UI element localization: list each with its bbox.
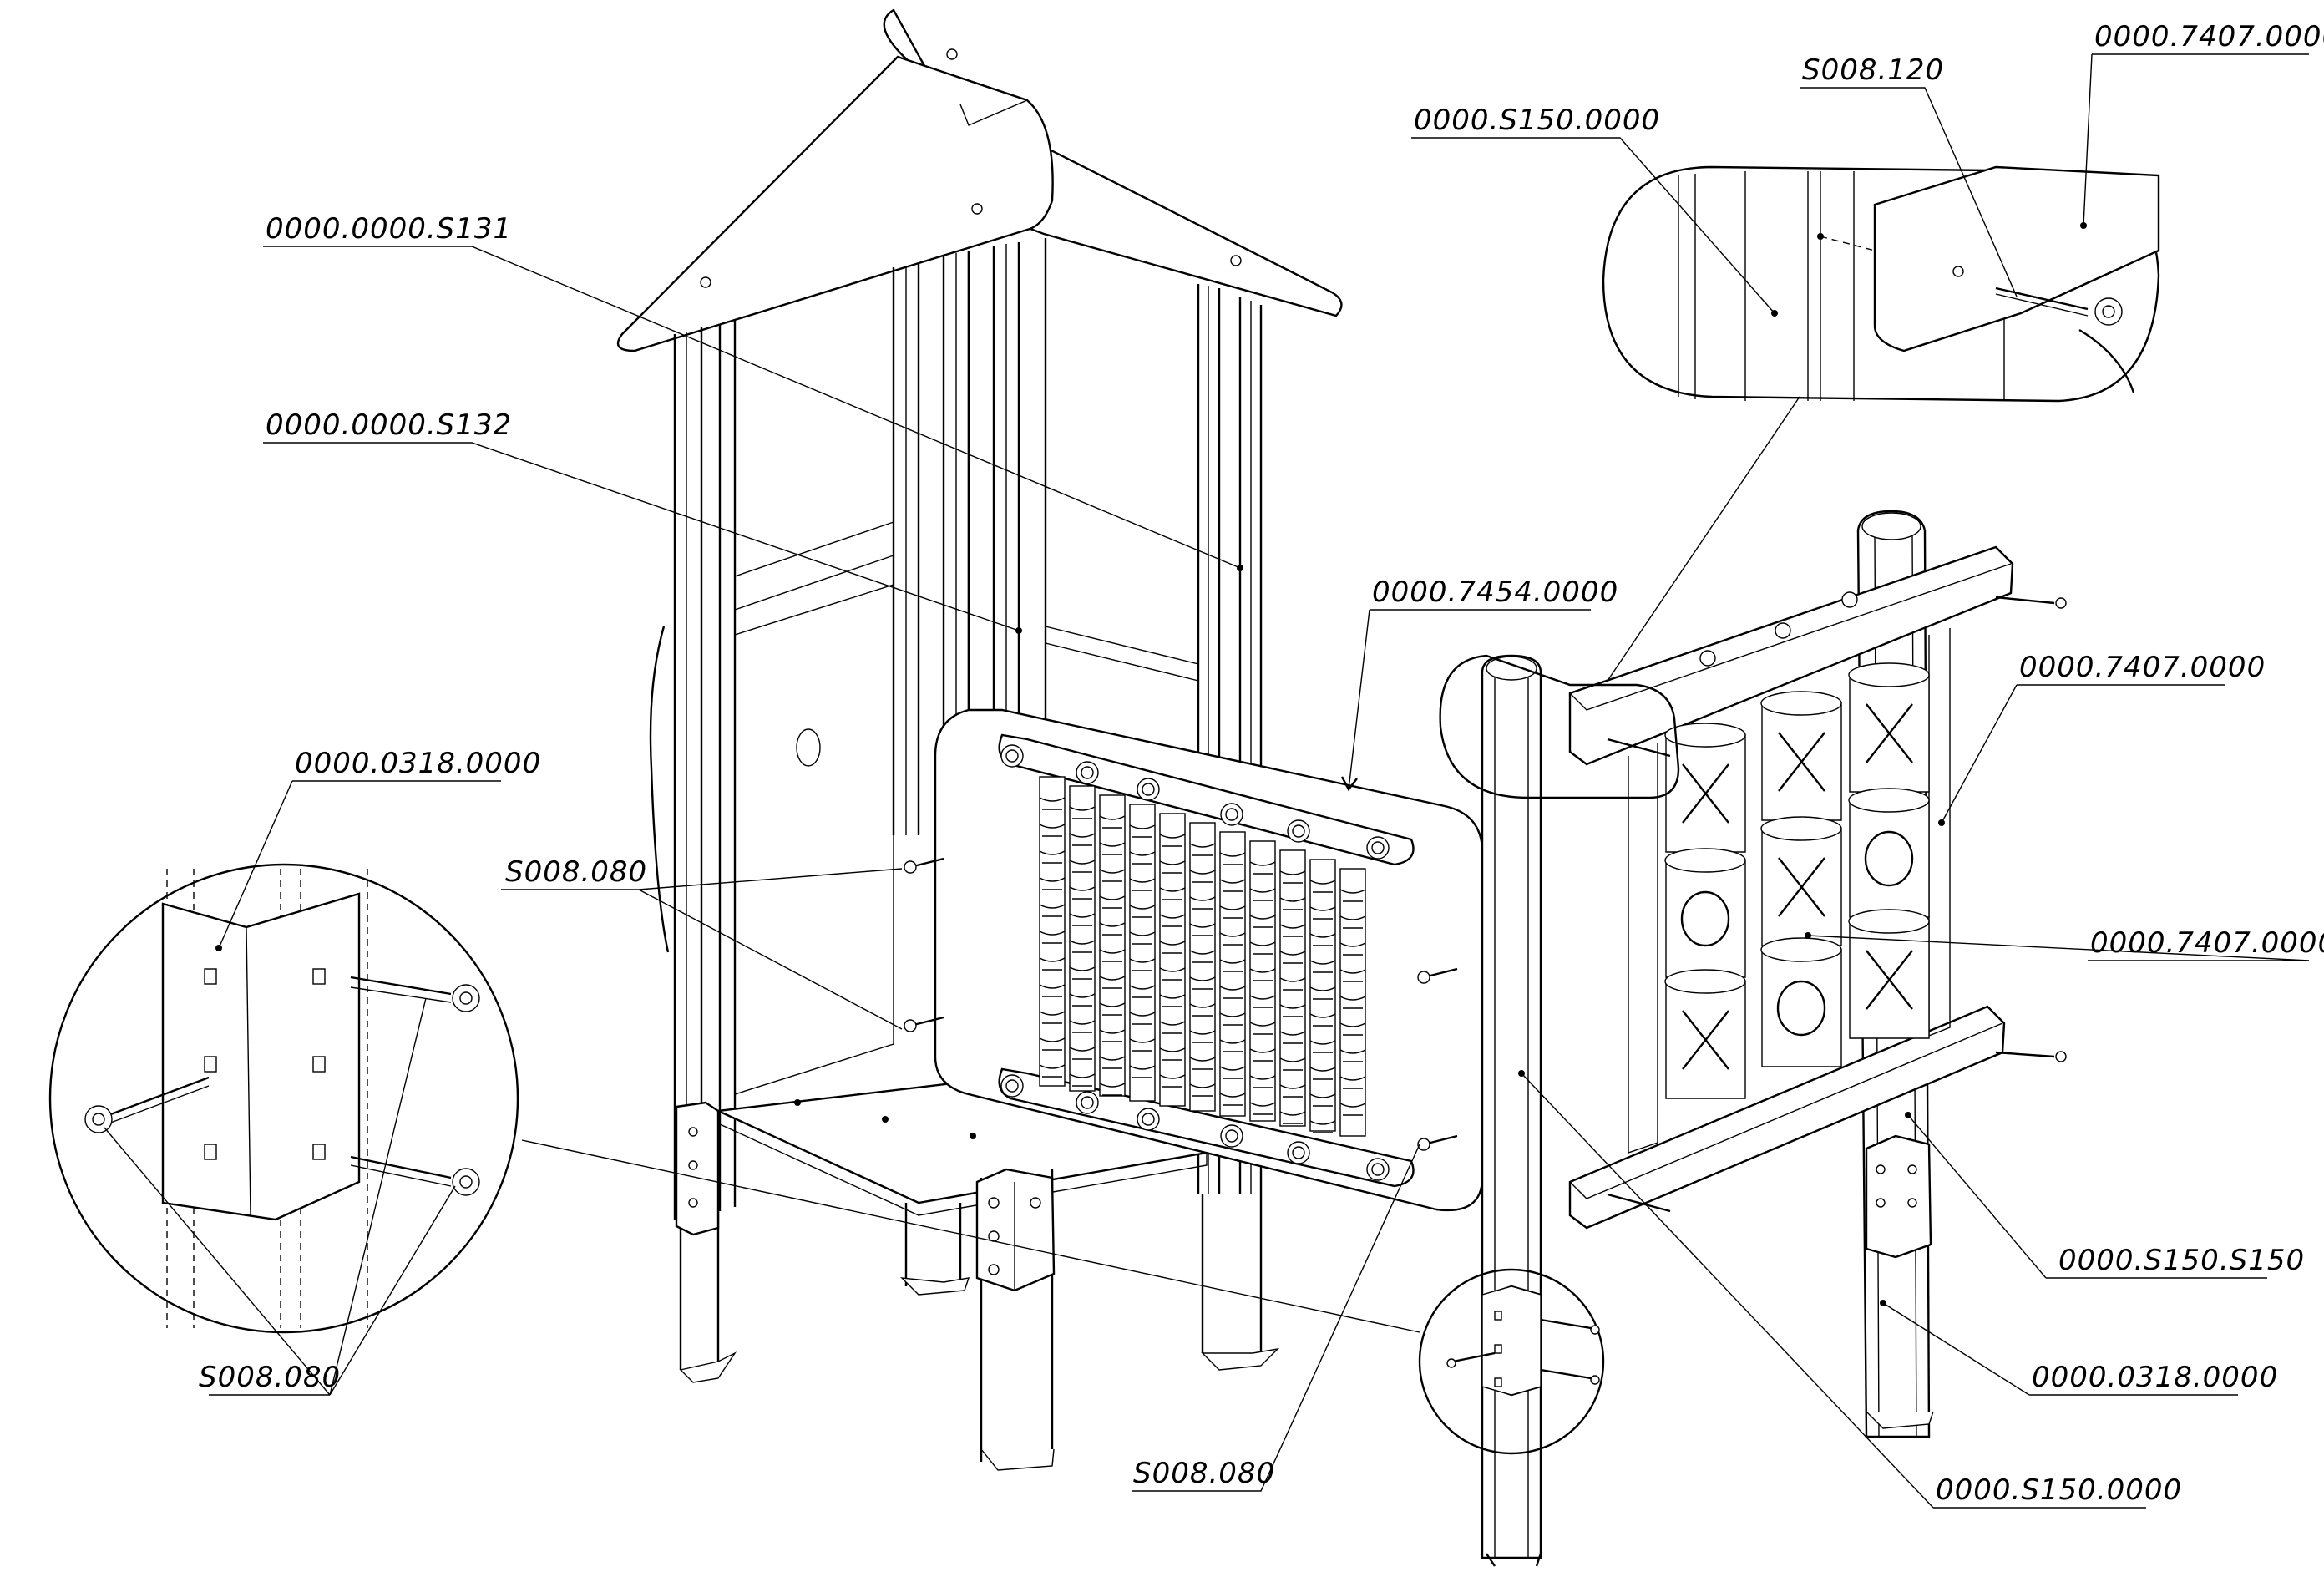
panel-bolt: [1137, 1108, 1160, 1131]
panel-bolt: [1366, 1158, 1390, 1181]
ttt-cube: [1664, 723, 1746, 853]
ttt-cube: [1848, 662, 1930, 793]
roller-column: [1219, 831, 1246, 1117]
panel-bolt: [1076, 761, 1099, 784]
callout-roof-upper: 0000.0000.S131: [266, 212, 512, 246]
callout-panel: 0000.7454.0000: [1372, 576, 1618, 609]
roller-column: [1039, 776, 1066, 1087]
panel-bolt: [1000, 744, 1024, 768]
detail-post-bracket-circle: [1418, 1268, 1605, 1455]
callout-labels: 0000.0000.S131 0000.0000.S132 0000.7454.…: [199, 20, 2324, 1507]
roller-column: [1189, 822, 1216, 1112]
callout-screw-bracket: S008.080: [199, 1361, 341, 1394]
callout-bracket: 0000.0318.0000: [295, 747, 541, 780]
roller-column: [1339, 868, 1366, 1137]
callout-post-detail: 0000.S150.0000: [1414, 104, 1660, 137]
callout-ttt-frame: 0000.7407.0000: [2019, 651, 2266, 684]
callout-screw-panel: S008.080: [505, 855, 647, 889]
ttt-cube: [1664, 969, 1746, 1099]
callout-screw-detail: S008.120: [1802, 53, 1944, 87]
detail-bracket-circle: [48, 863, 519, 1334]
ttt-cube: [1760, 816, 1842, 946]
ttt-cube: [1664, 848, 1746, 978]
roller-column: [1099, 794, 1126, 1097]
roller-column: [1309, 859, 1336, 1133]
panel-rollers: [1039, 776, 1366, 1137]
detail-capsule: [1602, 165, 2160, 403]
panel-bolt: [1220, 803, 1243, 826]
roller-column: [1129, 804, 1156, 1102]
ttt-cube: [1848, 909, 1930, 1039]
callout-screw-panel-lower: S008.080: [1133, 1457, 1275, 1490]
panel-bolt: [1137, 778, 1160, 801]
roller-column: [1159, 813, 1186, 1107]
panel-bolt: [1287, 1141, 1310, 1164]
detail-board: [1873, 165, 2160, 352]
callout-roof-lower: 0000.0000.S132: [266, 408, 512, 442]
detail-angle-bracket: [161, 892, 361, 1221]
callout-board-detail: 0000.7407.0000: [2094, 20, 2324, 53]
callout-post-main: 0000.S150.0000: [1936, 1473, 2182, 1507]
callout-post-foot: 0000.0318.0000: [2032, 1361, 2278, 1394]
leader-lines: [104, 53, 2310, 1509]
roller-column: [1249, 840, 1276, 1122]
roof-plate-upper: [883, 8, 1343, 317]
panel-screws: [904, 857, 1458, 1151]
ttt-cubes: [1664, 662, 1930, 1099]
ttt-cube: [1760, 937, 1842, 1067]
roof-plate-main: [616, 55, 1054, 352]
panel-bolt: [1366, 836, 1390, 860]
callout-post-bracket: 0000.S150.S150: [2058, 1244, 2305, 1277]
roller-column: [1279, 849, 1306, 1127]
panel-bolts: [1000, 744, 1390, 1181]
roller-panel: [904, 708, 1484, 1212]
panel-bolt: [1000, 1074, 1024, 1098]
tictactoe-unit: [1439, 510, 2067, 1567]
callout-ttt-cube: 0000.7407.0000: [2090, 926, 2324, 960]
panel-bolt: [1076, 1091, 1099, 1114]
panel-bolt: [1287, 819, 1310, 843]
ttt-cube: [1848, 788, 1930, 918]
ttt-cube: [1760, 691, 1842, 821]
panel-bolt: [1220, 1124, 1243, 1148]
roller-column: [1069, 785, 1096, 1092]
